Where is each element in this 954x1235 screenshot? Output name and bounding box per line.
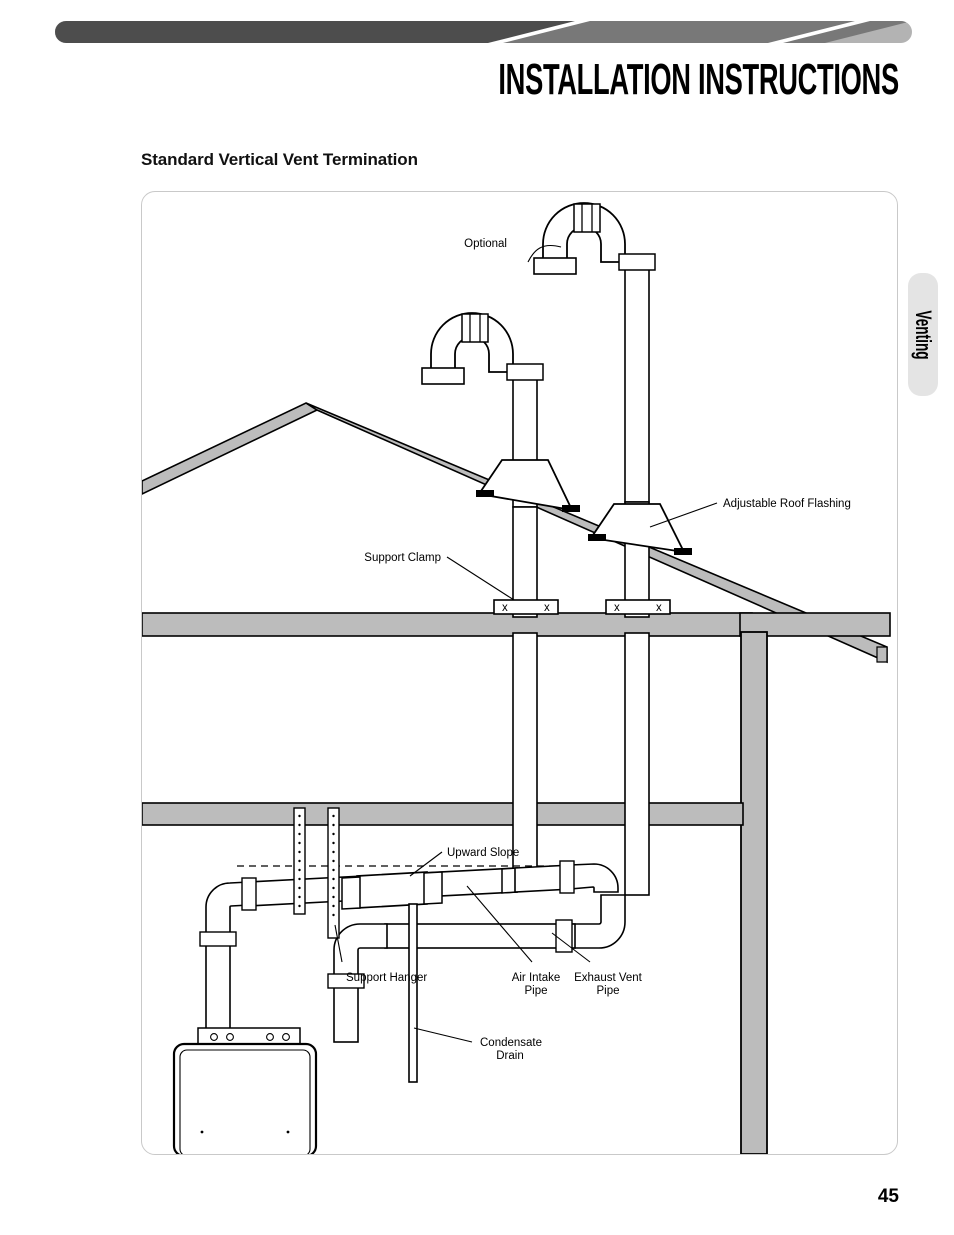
ceiling-slab <box>142 612 891 637</box>
label-exhaust-vent-pipe-line1: Exhaust Vent <box>574 972 643 984</box>
side-tab-venting[interactable]: Venting <box>908 273 938 396</box>
svg-text:x: x <box>614 602 620 614</box>
label-air-intake-pipe-line2: Pipe <box>524 985 547 997</box>
adjustable-roof-flashing-right <box>588 503 692 555</box>
svg-text:x: x <box>502 602 508 614</box>
condensate-drain <box>408 903 418 1083</box>
water-heater-unit <box>172 1027 318 1154</box>
label-support-hanger: Support Hanger <box>346 972 427 984</box>
support-hanger-right <box>327 807 340 939</box>
label-exhaust-vent-pipe-line2: Pipe <box>596 985 619 997</box>
vent-termination-left <box>421 312 544 385</box>
page-number: 45 <box>877 1186 899 1207</box>
label-condensate-drain-line1: Condensate <box>480 1037 542 1049</box>
label-optional: Optional <box>464 238 507 250</box>
support-clamp-right: x x <box>605 599 671 615</box>
page-title: INSTALLATION INSTRUCTIONS <box>498 55 900 104</box>
label-air-intake-pipe-line1: Air Intake <box>512 972 561 984</box>
section-heading: Standard Vertical Vent Termination <box>141 150 418 169</box>
air-intake-pipe-horizontal <box>199 860 619 1043</box>
vent-termination-optional <box>533 202 656 275</box>
support-clamp-left: x x <box>493 599 559 615</box>
vent-termination-diagram: x x x x <box>141 191 898 1155</box>
label-condensate-drain-line2: Drain <box>496 1050 523 1062</box>
side-tab-label: Venting <box>911 309 936 360</box>
adjustable-roof-flashing-left <box>476 459 580 512</box>
svg-text:x: x <box>656 602 662 614</box>
label-support-clamp: Support Clamp <box>364 552 441 564</box>
support-hanger-left <box>293 807 306 915</box>
label-upward-slope: Upward Slope <box>447 847 519 859</box>
floor-band <box>142 802 744 826</box>
header-decorative-bar <box>55 21 912 43</box>
svg-text:x: x <box>544 602 550 614</box>
exhaust-vent-pipe <box>327 256 650 1043</box>
right-wall-column <box>740 631 768 1154</box>
label-adjustable-roof-flashing: Adjustable Roof Flashing <box>723 498 851 510</box>
